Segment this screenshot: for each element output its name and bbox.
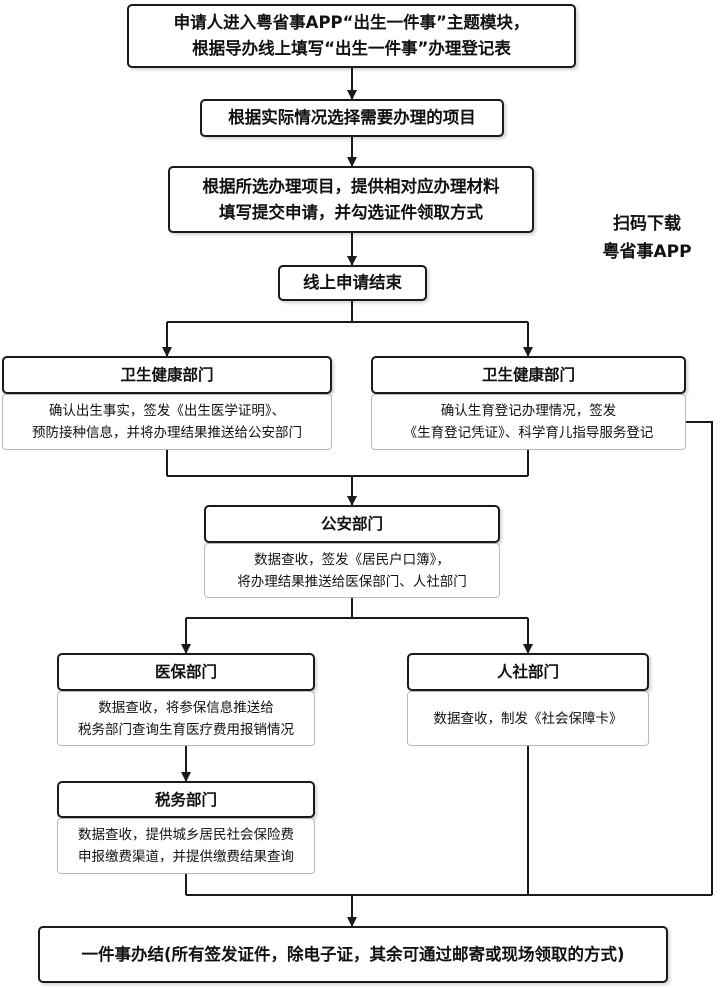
health-dept-right-title: 卫生健康部门 (371, 356, 686, 394)
health-dept-left-desc: 确认出生事实，签发《出生医学证明》、 预防接种信息，并将办理结果推送给公安部门 (2, 394, 332, 450)
health-dept-right-desc-line2: 《生育登记凭证》、科学育儿指导服务登记 (403, 425, 654, 441)
health-dept-left-desc-line1: 确认出生事实，签发《出生医学证明》、 (48, 403, 286, 419)
step-select-items: 根据实际情况选择需要办理的项目 (200, 99, 504, 137)
hr-social-dept-desc-line1: 数据查收，制发《社会保障卡》 (433, 710, 623, 727)
police-dept-title-text: 公安部门 (320, 515, 383, 533)
health-dept-left-desc-line2: 预防接种信息，并将办理结果推送给公安部门 (32, 425, 302, 441)
tax-dept-desc-line1: 数据查收，提供城乡居民社会保险费 (78, 827, 294, 843)
police-dept-desc: 数据查收，签发《居民户口簿》， 将办理结果推送给医保部门、人社部门 (204, 543, 500, 598)
step-submit-materials-line1: 根据所选办理项目，提供相对应办理材料 (202, 176, 500, 196)
health-dept-right-desc: 确认生育登记办理情况，签发 《生育登记凭证》、科学育儿指导服务登记 (371, 394, 686, 450)
medical-insurance-dept-title: 医保部门 (57, 653, 315, 691)
step-online-end: 线上申请结束 (278, 265, 427, 301)
final-completion-text: 一件事办结(所有签发证件，除电子证，其余可通过邮寄或现场领取的方式) (81, 944, 625, 964)
final-completion: 一件事办结(所有签发证件，除电子证，其余可通过邮寄或现场领取的方式) (38, 926, 668, 983)
tax-dept-desc: 数据查收，提供城乡居民社会保险费 申报缴费渠道，并提供缴费结果查询 (57, 818, 315, 874)
health-dept-left-title: 卫生健康部门 (2, 356, 332, 394)
medical-insurance-dept-title-text: 医保部门 (154, 663, 217, 681)
step-enter-app-line2: 根据导办线上填写“出生一件事”办理登记表 (192, 39, 511, 58)
scan-download-line2: 粤省事APP (602, 242, 692, 262)
scan-download-label: 扫码下载 粤省事APP (583, 210, 711, 266)
tax-dept-title: 税务部门 (57, 781, 315, 818)
health-dept-left-title-text: 卫生健康部门 (120, 366, 214, 384)
police-dept-desc-line1: 数据查收，签发《居民户口簿》， (254, 551, 450, 568)
step-online-end-text: 线上申请结束 (303, 273, 402, 292)
step-enter-app-line1: 申请人进入粤省事APP“出生一件事”主题模块， (173, 13, 530, 32)
scan-download-line1: 扫码下载 (613, 214, 681, 234)
step-submit-materials-line2: 填写提交申请，并勾选证件领取方式 (219, 202, 483, 222)
hr-social-dept-desc: 数据查收，制发《社会保障卡》 (407, 691, 649, 746)
police-dept-desc-line2: 将办理结果推送给医保部门、人社部门 (237, 573, 467, 590)
hr-social-dept-title-text: 人社部门 (496, 663, 559, 681)
police-dept-title: 公安部门 (204, 505, 500, 543)
hr-social-dept-title: 人社部门 (407, 653, 649, 691)
health-dept-right-title-text: 卫生健康部门 (481, 366, 575, 384)
medical-insurance-dept-desc: 数据查收，将参保信息推送给 税务部门查询生育医疗费用报销情况 (57, 691, 315, 746)
line-health-right-bypass (686, 421, 713, 895)
step-submit-materials: 根据所选办理项目，提供相对应办理材料 填写提交申请，并勾选证件领取方式 (168, 166, 534, 233)
health-dept-right-desc-line1: 确认生育登记办理情况，签发 (440, 403, 617, 419)
tax-dept-desc-line2: 申报缴费渠道，并提供缴费结果查询 (78, 849, 294, 865)
tax-dept-title-text: 税务部门 (154, 790, 217, 809)
medical-insurance-dept-desc-line1: 数据查收，将参保信息推送给 (98, 699, 274, 716)
step-select-items-text: 根据实际情况选择需要办理的项目 (228, 108, 476, 127)
step-enter-app: 申请人进入粤省事APP“出生一件事”主题模块， 根据导办线上填写“出生一件事”办… (127, 4, 576, 68)
medical-insurance-dept-desc-line2: 税务部门查询生育医疗费用报销情况 (78, 721, 294, 738)
